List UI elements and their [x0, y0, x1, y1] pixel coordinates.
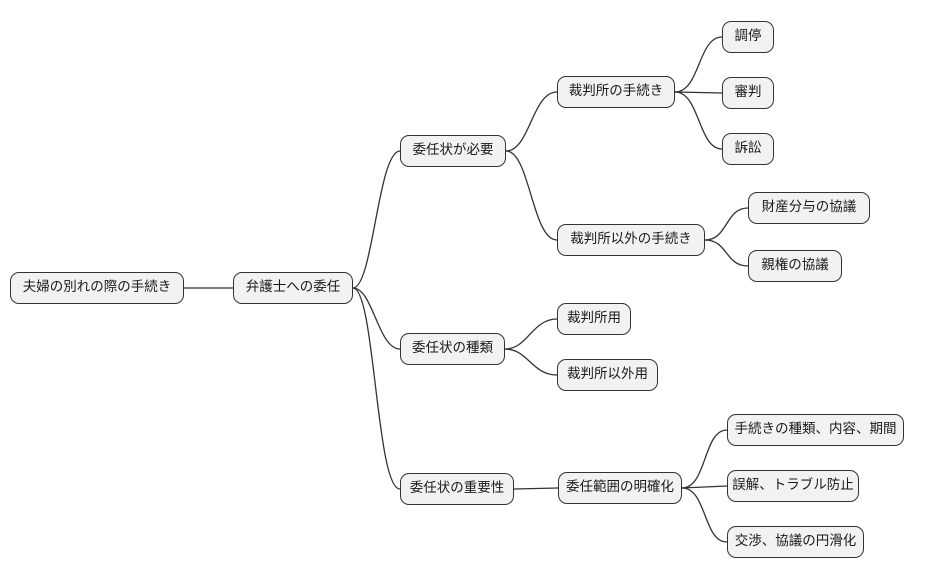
node-noncourt-procedures: 裁判所以外の手続き	[557, 224, 705, 256]
node-for-noncourt: 裁判所以外用	[557, 359, 658, 391]
edge-trunk-to-poa-importance	[352, 287, 401, 490]
node-court-procedures: 裁判所の手続き	[557, 76, 675, 108]
edge-noncourt-to-property-division	[704, 207, 749, 241]
edge-court-to-adjudication	[674, 91, 723, 94]
node-poa-types: 委任状の種類	[400, 333, 505, 365]
node-poa-importance: 委任状の重要性	[400, 473, 514, 505]
node-trouble-prevention: 誤解、トラブル防止	[727, 470, 859, 502]
node-root: 夫婦の別れの際の手続き	[10, 272, 184, 304]
node-procedure-details: 手続きの種類、内容、期間	[727, 414, 904, 446]
edge-poa-required-to-noncourt-procedures	[505, 150, 558, 241]
node-poa-required: 委任状が必要	[400, 135, 506, 167]
node-scope-clarification: 委任範囲の明確化	[558, 472, 682, 504]
edge-poa-required-to-court-procedures	[505, 91, 558, 152]
node-lawyer-delegation: 弁護士への委任	[233, 272, 353, 304]
edge-court-to-mediation	[674, 36, 723, 93]
edge-noncourt-to-custody	[704, 239, 749, 267]
node-litigation: 訴訟	[722, 133, 774, 165]
edge-trunk-to-poa-types	[352, 287, 401, 350]
node-mediation: 調停	[722, 21, 774, 53]
edge-poa-types-to-for-noncourt	[504, 348, 558, 376]
node-custody-discussion: 親権の協議	[748, 250, 842, 282]
edge-court-to-litigation	[674, 91, 723, 150]
node-for-court: 裁判所用	[557, 303, 631, 335]
edge-poa-importance-to-scope	[513, 487, 559, 490]
node-property-division: 財産分与の協議	[748, 192, 870, 224]
edge-scope-to-smooth-negotiation	[681, 487, 728, 543]
edge-scope-to-procedure-details	[681, 429, 728, 489]
edge-trunk-to-poa-required	[352, 150, 401, 289]
edge-scope-to-trouble-prevention	[681, 485, 728, 489]
edge-poa-types-to-for-court	[504, 318, 558, 350]
node-smooth-negotiation: 交渉、協議の円滑化	[727, 526, 864, 558]
node-adjudication: 審判	[722, 77, 774, 109]
